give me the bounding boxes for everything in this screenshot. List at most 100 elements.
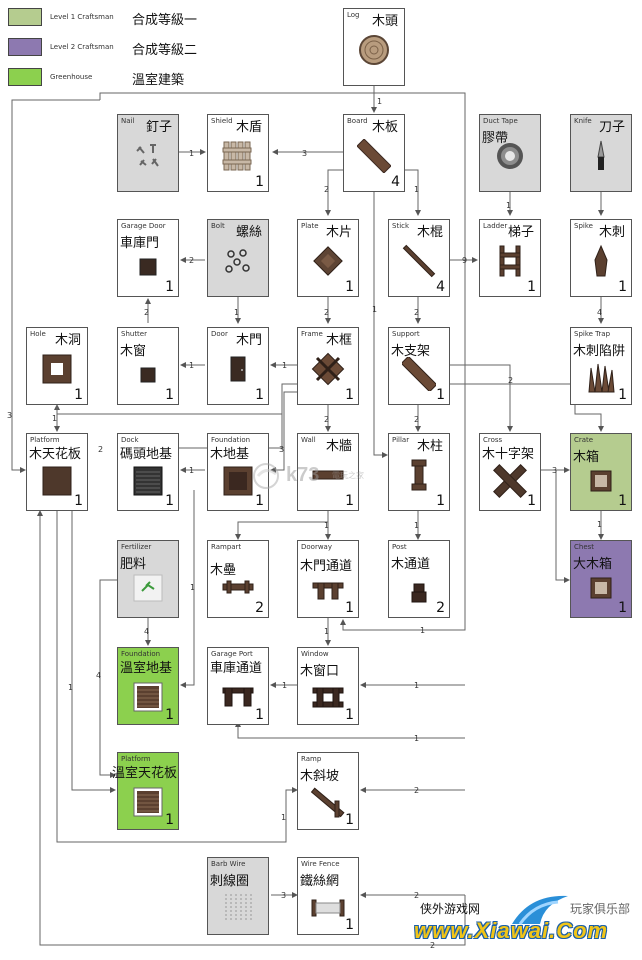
node-count: 1 xyxy=(255,174,264,190)
edge-qty: 3 xyxy=(302,149,307,158)
node-shield[interactable]: Shield 木盾 1 xyxy=(207,114,269,192)
platform-icon xyxy=(42,466,72,496)
node-platform[interactable]: Platform 木天花板 1 xyxy=(26,433,88,511)
node-plate[interactable]: Plate 木片 1 xyxy=(297,219,359,297)
node-cross[interactable]: Cross 木十字架 1 xyxy=(479,433,541,511)
node-zh-label: 木壘 xyxy=(210,563,237,578)
ladder-icon xyxy=(499,245,521,277)
spike-icon xyxy=(594,244,608,277)
wire-fence-icon xyxy=(311,899,345,917)
node-en-label: Duct Tape xyxy=(483,117,518,125)
node-zh-label: 木片 xyxy=(326,225,353,240)
node-count: 1 xyxy=(165,812,174,828)
node-ghfoundation[interactable]: Foundation 溫室地基 1 xyxy=(117,647,179,725)
node-dock[interactable]: Dock 碼頭地基 1 xyxy=(117,433,179,511)
node-count: 1 xyxy=(255,707,264,723)
node-zh-label: 木支架 xyxy=(391,344,431,359)
node-en-label: Stick xyxy=(392,222,410,230)
node-count: 4 xyxy=(391,174,400,190)
node-zh-label: 肥料 xyxy=(120,557,147,572)
node-zh-label: 木棍 xyxy=(417,225,444,240)
node-pillar[interactable]: Pillar 木柱 1 xyxy=(388,433,450,511)
bolt-icon xyxy=(225,249,250,273)
node-en-label: Board xyxy=(347,117,368,125)
node-ramp[interactable]: Ramp 木斜坡 1 xyxy=(297,752,359,830)
node-zh-label: 木地基 xyxy=(210,447,250,462)
node-doorway[interactable]: Doorway 木門通道 1 xyxy=(297,540,359,618)
node-ladder[interactable]: Ladder 梯子 1 xyxy=(479,219,541,297)
node-bolt[interactable]: Bolt 螺絲 xyxy=(207,219,269,297)
node-ghplatform[interactable]: Platform 溫室天花板 1 xyxy=(112,752,179,830)
xiawai-watermark: 侠外游戏网 玩家俱乐部 www.Xiawai.Com xyxy=(400,890,640,956)
node-foundation[interactable]: Foundation 木地基 1 xyxy=(207,433,269,511)
fertilizer-icon xyxy=(133,574,163,602)
node-spike[interactable]: Spike 木刺 1 xyxy=(570,219,632,297)
node-wirefence[interactable]: Wire Fence 鐵絲網 1 xyxy=(297,857,359,935)
node-crate[interactable]: Crate 木箱 1 xyxy=(570,433,632,511)
node-garagedoor[interactable]: Garage Door 車庫門 1 xyxy=(117,219,179,297)
node-count: 1 xyxy=(255,493,264,509)
node-count: 1 xyxy=(165,279,174,295)
edge-qty: 3 xyxy=(7,411,12,420)
node-stick[interactable]: Stick 木棍 4 xyxy=(388,219,450,297)
node-zh-label: 梯子 xyxy=(508,225,535,240)
garage-door-icon xyxy=(139,258,157,276)
node-en-label: Platform xyxy=(121,755,151,763)
node-zh-label: 螺絲 xyxy=(236,225,263,240)
node-door[interactable]: Door 木門 1 xyxy=(207,327,269,405)
node-zh-label: 木通道 xyxy=(391,557,431,572)
node-spiketrap[interactable]: Spike Trap 木刺陷阱 1 xyxy=(570,327,632,405)
garage-port-icon xyxy=(222,687,254,707)
node-zh-label: 木門 xyxy=(236,333,263,348)
k73-logo-icon xyxy=(253,463,279,489)
edge-trunk-garageport xyxy=(235,721,465,739)
node-en-label: Cross xyxy=(483,436,503,444)
node-zh-label: 大木箱 xyxy=(573,557,613,572)
shutter-icon xyxy=(140,367,156,383)
node-zh-label: 木十字架 xyxy=(482,447,535,462)
node-shutter[interactable]: Shutter 木窗 1 xyxy=(117,327,179,405)
node-chest[interactable]: Chest 大木箱 1 xyxy=(570,540,632,618)
wall-icon xyxy=(312,470,344,480)
node-zh-label: 刀子 xyxy=(599,120,626,135)
node-fertilizer[interactable]: Fertilizer 肥料 xyxy=(117,540,179,618)
node-count: 1 xyxy=(345,279,354,295)
node-barbwire[interactable]: Barb Wire 刺線圈 xyxy=(207,857,269,935)
node-garageport[interactable]: Garage Port 車庫通道 1 xyxy=(207,647,269,725)
node-count: 1 xyxy=(618,387,627,403)
edge-support-cross xyxy=(449,364,513,432)
node-wall[interactable]: Wall 木牆 1 xyxy=(297,433,359,511)
k73-subtext: 電玩之家 xyxy=(332,471,364,480)
node-en-label: Garage Door xyxy=(121,222,166,230)
node-nail[interactable]: Nail 釘子 xyxy=(117,114,179,192)
node-count: 1 xyxy=(165,707,174,723)
node-en-label: Bolt xyxy=(211,222,225,230)
node-count: 1 xyxy=(618,279,627,295)
node-zh-label: 木柱 xyxy=(417,439,444,454)
node-zh-label: 木板 xyxy=(372,120,399,135)
node-frame[interactable]: Frame 木框 1 xyxy=(297,327,359,405)
edge-qty: 2 xyxy=(189,256,194,265)
node-rampart[interactable]: Rampart 木壘 2 xyxy=(207,540,269,618)
node-post[interactable]: Post 木通道 2 xyxy=(388,540,450,618)
edge-platform-ghplatform xyxy=(71,511,116,793)
node-zh-label: 鐵絲網 xyxy=(300,874,340,889)
edge-qty: 1 xyxy=(68,683,73,692)
node-knife[interactable]: Knife 刀子 xyxy=(570,114,632,192)
node-zh-label: 木刺 xyxy=(599,225,626,240)
node-hole[interactable]: Hole 木洞 1 xyxy=(26,327,88,405)
edge-board-stick xyxy=(405,169,421,216)
node-count: 2 xyxy=(436,600,445,616)
node-count: 1 xyxy=(527,493,536,509)
node-zh-label: 木刺陷阱 xyxy=(573,344,626,359)
node-support[interactable]: Support 木支架 1 xyxy=(388,327,450,405)
hole-icon xyxy=(42,354,72,384)
node-log[interactable]: Log 木頭 xyxy=(343,8,405,86)
edge-trunk-doorway xyxy=(340,365,466,631)
node-en-label: Doorway xyxy=(301,543,332,551)
legend-label-zh: 合成等級一 xyxy=(132,13,198,28)
node-window[interactable]: Window 木窗口 1 xyxy=(297,647,359,725)
node-board[interactable]: Board 木板 4 xyxy=(343,114,405,192)
node-zh-label: 木牆 xyxy=(326,439,353,454)
node-ducttape[interactable]: Duct Tape 膠帶 xyxy=(479,114,541,192)
